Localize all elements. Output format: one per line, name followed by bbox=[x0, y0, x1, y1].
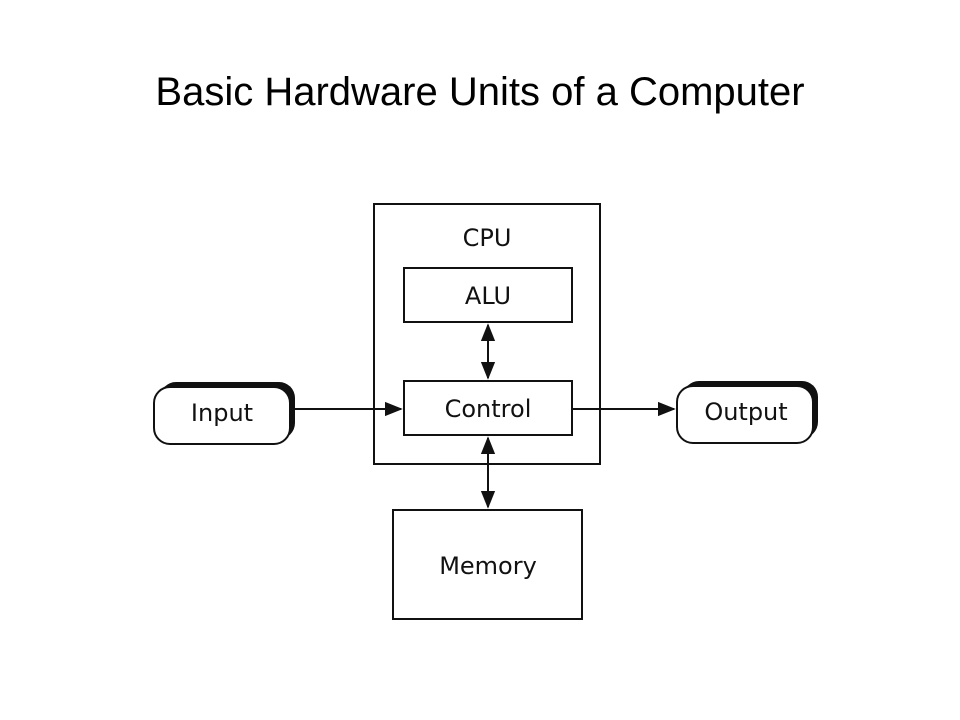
cpu-label: CPU bbox=[463, 224, 512, 252]
input-box: Input bbox=[153, 382, 295, 445]
memory-box: Memory bbox=[392, 509, 583, 620]
slide-title: Basic Hardware Units of a Computer bbox=[155, 70, 805, 114]
input-label: Input bbox=[191, 399, 253, 427]
control-label: Control bbox=[445, 395, 532, 423]
output-label: Output bbox=[704, 398, 787, 426]
alu-label: ALU bbox=[465, 282, 511, 310]
memory-label: Memory bbox=[439, 552, 537, 580]
alu-box: ALU bbox=[403, 267, 573, 323]
control-box: Control bbox=[403, 380, 573, 436]
output-box: Output bbox=[676, 381, 818, 444]
